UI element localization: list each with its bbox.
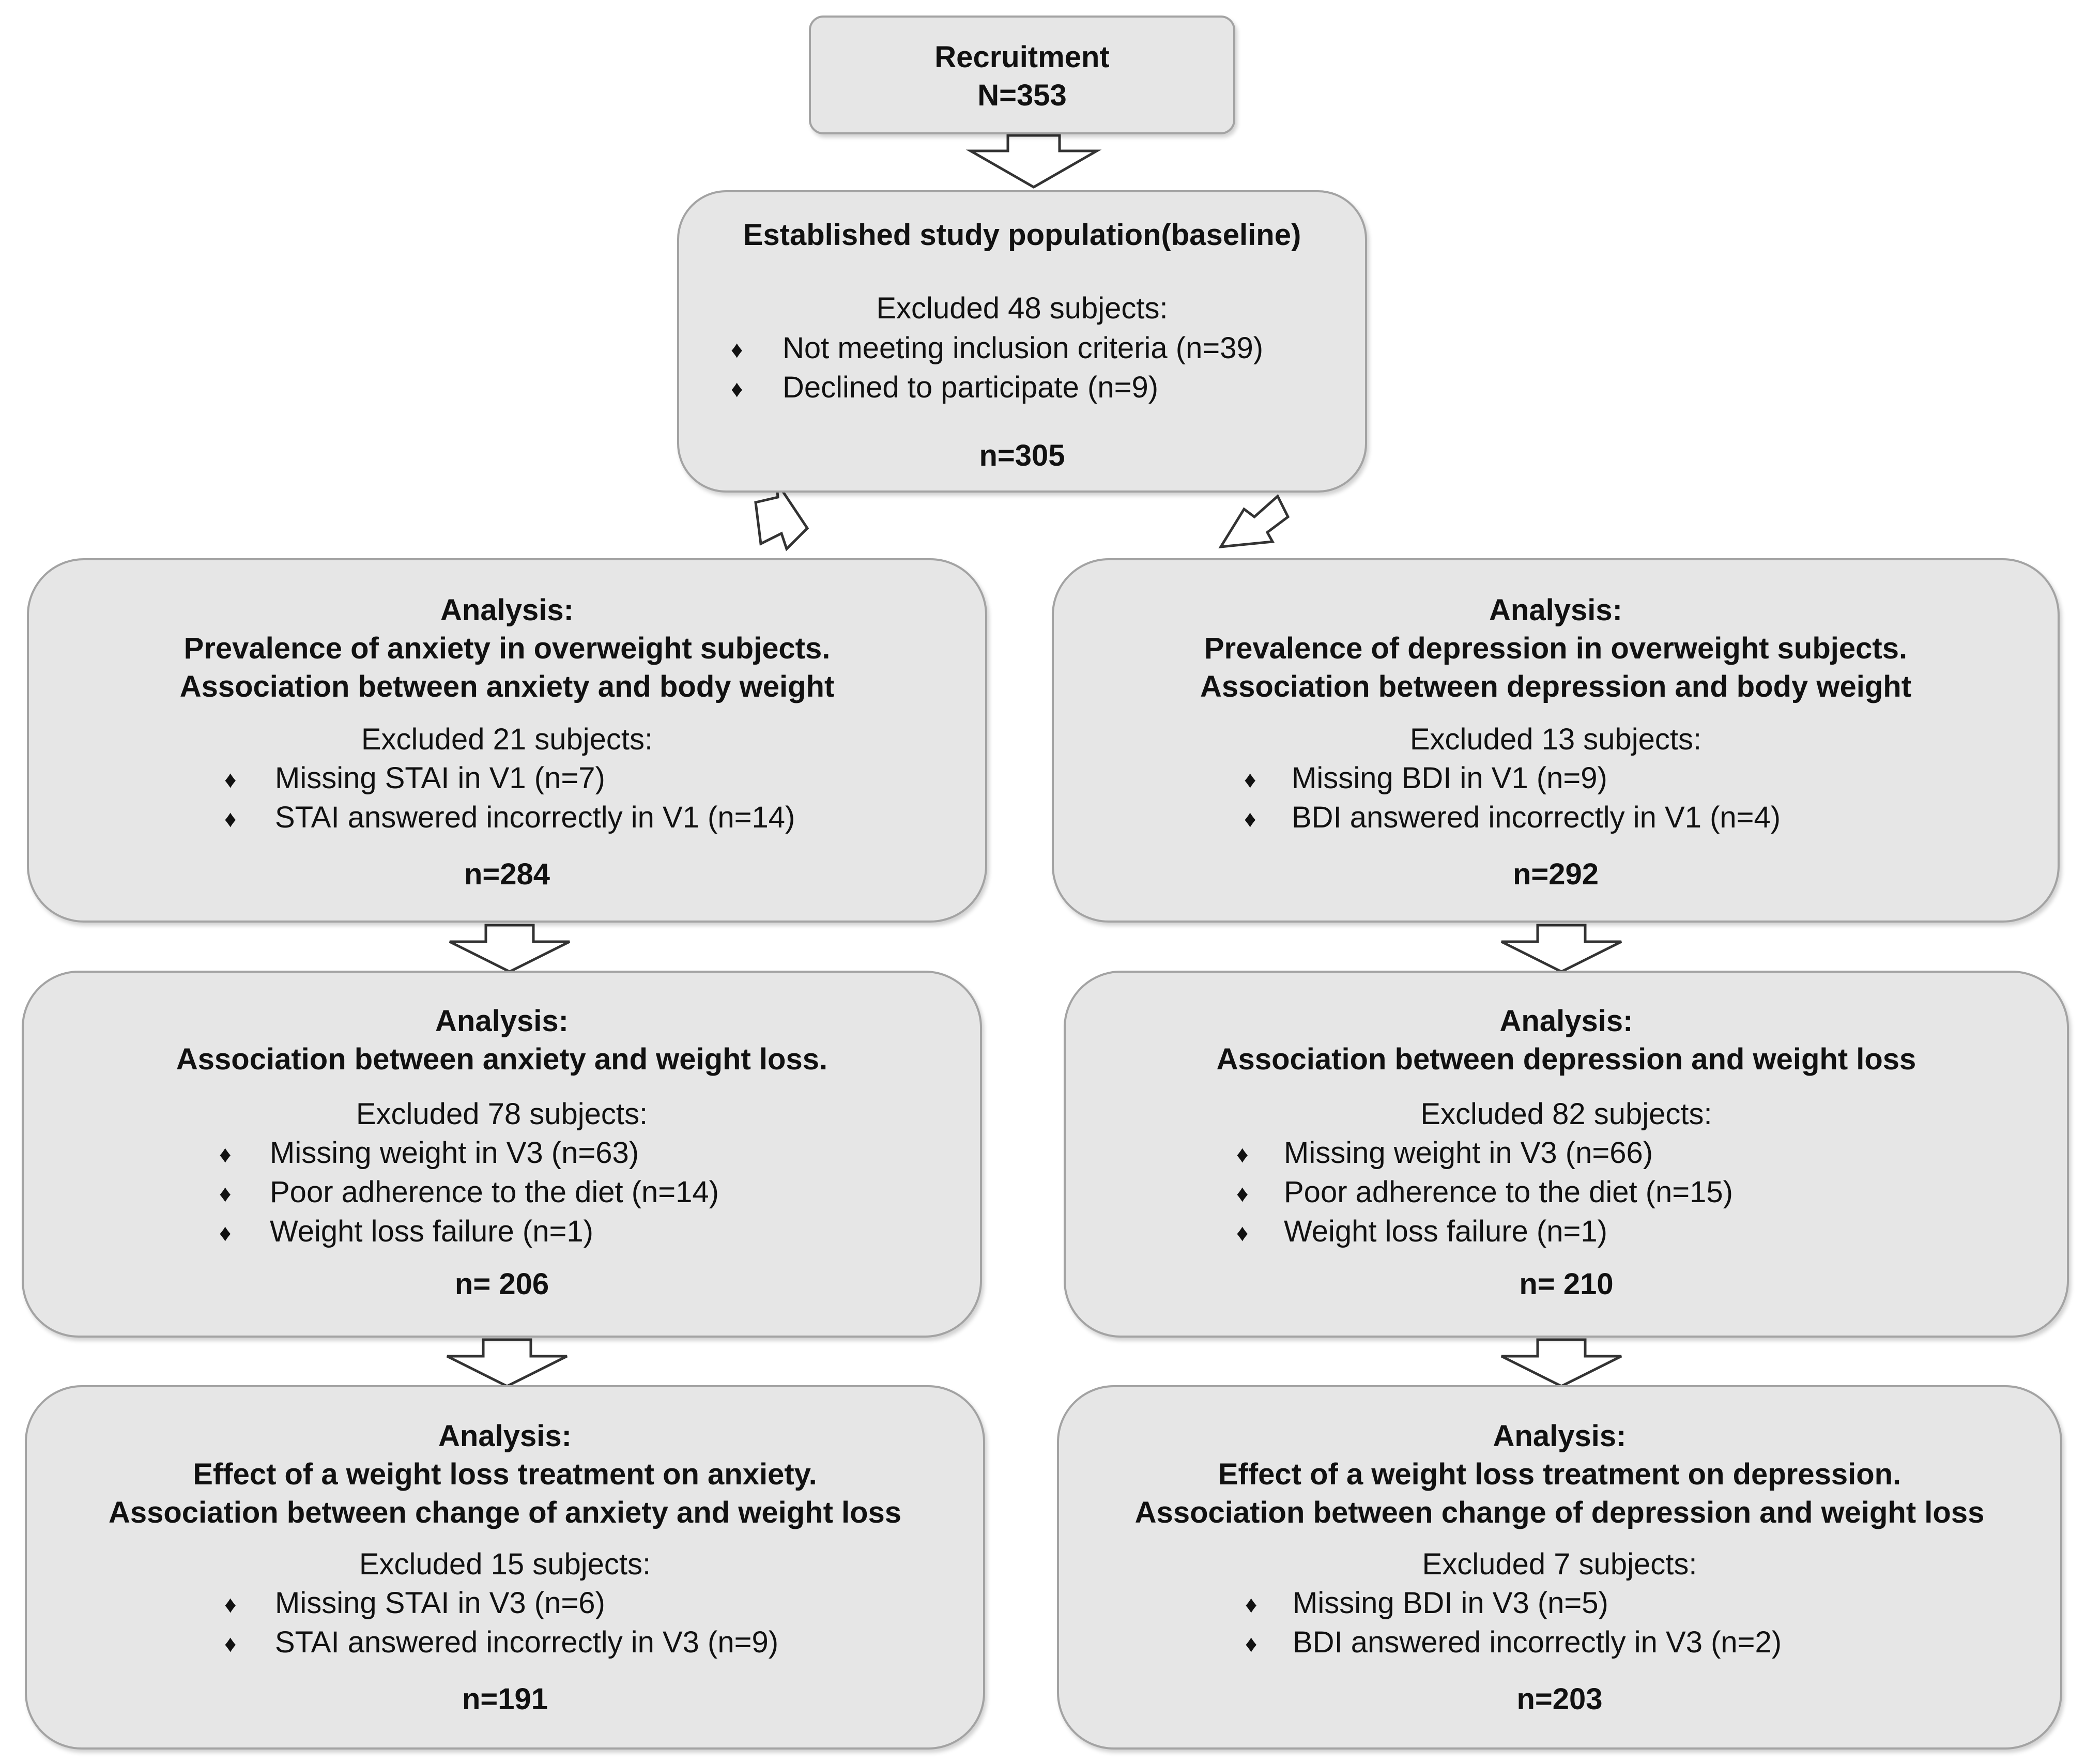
analysis-title-line: Effect of a weight loss treatment on dep… (1218, 1458, 1901, 1491)
excluded-count: Excluded 21 subjects: (361, 723, 653, 756)
bullet-diamond-icon: ♦ (1244, 805, 1256, 832)
exclusion-list: ♦Missing STAI in V1 (n=7) ♦STAI answered… (224, 759, 985, 837)
baseline-box: Established study population(baseline) E… (677, 190, 1367, 493)
bullet-diamond-icon: ♦ (224, 1591, 237, 1618)
list-item: ♦Missing BDI in V1 (n=9) (1244, 759, 2058, 798)
anxiety-treatment-effect-box: Analysis: Effect of a weight loss treatm… (25, 1385, 985, 1750)
list-item: ♦Missing weight in V3 (n=66) (1236, 1133, 2067, 1173)
anxiety-prevalence-box: Analysis: Prevalence of anxiety in overw… (27, 558, 987, 923)
analysis-label: Analysis: (1493, 1419, 1627, 1453)
analysis-title-line: Association between depression and body … (1200, 670, 1912, 703)
list-item: ♦Declined to participate (n=9) (731, 368, 1365, 407)
exclusion-list: ♦Missing weight in V3 (n=66) ♦Poor adher… (1236, 1133, 2067, 1251)
bullet-diamond-icon: ♦ (1244, 766, 1256, 793)
bullet-diamond-icon: ♦ (731, 336, 743, 363)
bullet-diamond-icon: ♦ (731, 375, 743, 402)
bullet-diamond-icon: ♦ (1236, 1219, 1249, 1246)
baseline-excluded: Excluded 48 subjects: (876, 292, 1168, 325)
analysis-title-line: Association between depression and weigh… (1216, 1042, 1916, 1076)
analysis-label: Analysis: (438, 1419, 572, 1453)
list-item: ♦BDI answered incorrectly in V1 (n=4) (1244, 798, 2058, 837)
list-item: ♦Weight loss failure (n=1) (219, 1212, 980, 1251)
bullet-diamond-icon: ♦ (224, 766, 237, 793)
excluded-count: Excluded 7 subjects: (1422, 1547, 1697, 1581)
list-item: ♦STAI answered incorrectly in V3 (n=9) (224, 1623, 983, 1662)
excluded-count: Excluded 82 subjects: (1420, 1097, 1712, 1131)
remaining-count: n= 206 (454, 1267, 549, 1301)
analysis-title-line: Association between anxiety and body wei… (179, 670, 835, 703)
bullet-diamond-icon: ♦ (1245, 1630, 1257, 1657)
excluded-count: Excluded 13 subjects: (1409, 723, 1702, 756)
analysis-label: Analysis: (1499, 1004, 1633, 1038)
analysis-title-line: Prevalence of depression in overweight s… (1204, 632, 1908, 665)
analysis-title-line: Association between change of depression… (1134, 1496, 1985, 1529)
bullet-diamond-icon: ♦ (1236, 1180, 1249, 1207)
analysis-title-line: Association between anxiety and weight l… (176, 1042, 828, 1076)
exclusion-list: ♦Missing BDI in V3 (n=5) ♦BDI answered i… (1245, 1584, 2060, 1662)
recruitment-title: Recruitment (934, 40, 1110, 74)
list-item: ♦Missing STAI in V3 (n=6) (224, 1584, 983, 1623)
list-item: ♦BDI answered incorrectly in V3 (n=2) (1245, 1623, 2060, 1662)
bullet-diamond-icon: ♦ (224, 1630, 237, 1657)
recruitment-box: Recruitment N=353 (809, 16, 1235, 134)
analysis-title-line: Effect of a weight loss treatment on anx… (193, 1458, 817, 1491)
depression-prevalence-box: Analysis: Prevalence of depression in ov… (1052, 558, 2060, 923)
baseline-exclusion-list: ♦Not meeting inclusion criteria (n=39) ♦… (731, 329, 1365, 407)
arrow-right-1-to-2 (1500, 924, 1622, 973)
list-item: ♦Missing STAI in V1 (n=7) (224, 759, 985, 798)
bullet-diamond-icon: ♦ (219, 1219, 232, 1246)
remaining-count: n= 210 (1519, 1267, 1614, 1301)
depression-treatment-effect-box: Analysis: Effect of a weight loss treatm… (1057, 1385, 2062, 1750)
list-item: ♦Missing BDI in V3 (n=5) (1245, 1584, 2060, 1623)
baseline-title: Established study population(baseline) (743, 218, 1301, 252)
bullet-diamond-icon: ♦ (219, 1141, 232, 1168)
bullet-diamond-icon: ♦ (1236, 1141, 1249, 1168)
exclusion-list: ♦Missing STAI in V3 (n=6) ♦STAI answered… (224, 1584, 983, 1662)
bullet-diamond-icon: ♦ (224, 805, 237, 832)
remaining-count: n=191 (462, 1682, 548, 1716)
analysis-label: Analysis: (1489, 593, 1622, 627)
analysis-label: Analysis: (440, 593, 574, 627)
recruitment-count: N=353 (977, 79, 1067, 112)
exclusion-list: ♦Missing weight in V3 (n=63) ♦Poor adher… (219, 1133, 980, 1251)
depression-weight-loss-box: Analysis: Association between depression… (1064, 971, 2069, 1338)
list-item: ♦Missing weight in V3 (n=63) (219, 1133, 980, 1173)
exclusion-list: ♦Missing BDI in V1 (n=9) ♦BDI answered i… (1244, 759, 2058, 837)
arrow-baseline-to-left (754, 481, 809, 551)
analysis-title-line: Prevalence of anxiety in overweight subj… (183, 632, 831, 665)
remaining-count: n=203 (1516, 1682, 1603, 1716)
arrow-right-2-to-3 (1500, 1338, 1622, 1388)
list-item: ♦Poor adherence to the diet (n=15) (1236, 1173, 2067, 1212)
baseline-count: n=305 (979, 439, 1065, 472)
bullet-diamond-icon: ♦ (1245, 1591, 1257, 1618)
analysis-title-line: Association between change of anxiety an… (108, 1496, 902, 1529)
remaining-count: n=284 (464, 857, 550, 891)
anxiety-weight-loss-box: Analysis: Association between anxiety an… (22, 971, 982, 1338)
list-item: ♦Not meeting inclusion criteria (n=39) (731, 329, 1365, 368)
bullet-diamond-icon: ♦ (219, 1180, 232, 1207)
arrow-recruitment-to-baseline (965, 134, 1102, 189)
arrow-left-1-to-2 (449, 924, 571, 973)
list-item: ♦Poor adherence to the diet (n=14) (219, 1173, 980, 1212)
arrow-left-2-to-3 (446, 1338, 568, 1388)
list-item: ♦STAI answered incorrectly in V1 (n=14) (224, 798, 985, 837)
analysis-label: Analysis: (435, 1004, 569, 1038)
excluded-count: Excluded 15 subjects: (359, 1547, 651, 1581)
arrow-baseline-to-right (1218, 494, 1290, 548)
list-item: ♦Weight loss failure (n=1) (1236, 1212, 2067, 1251)
remaining-count: n=292 (1512, 857, 1599, 891)
excluded-count: Excluded 78 subjects: (356, 1097, 648, 1131)
